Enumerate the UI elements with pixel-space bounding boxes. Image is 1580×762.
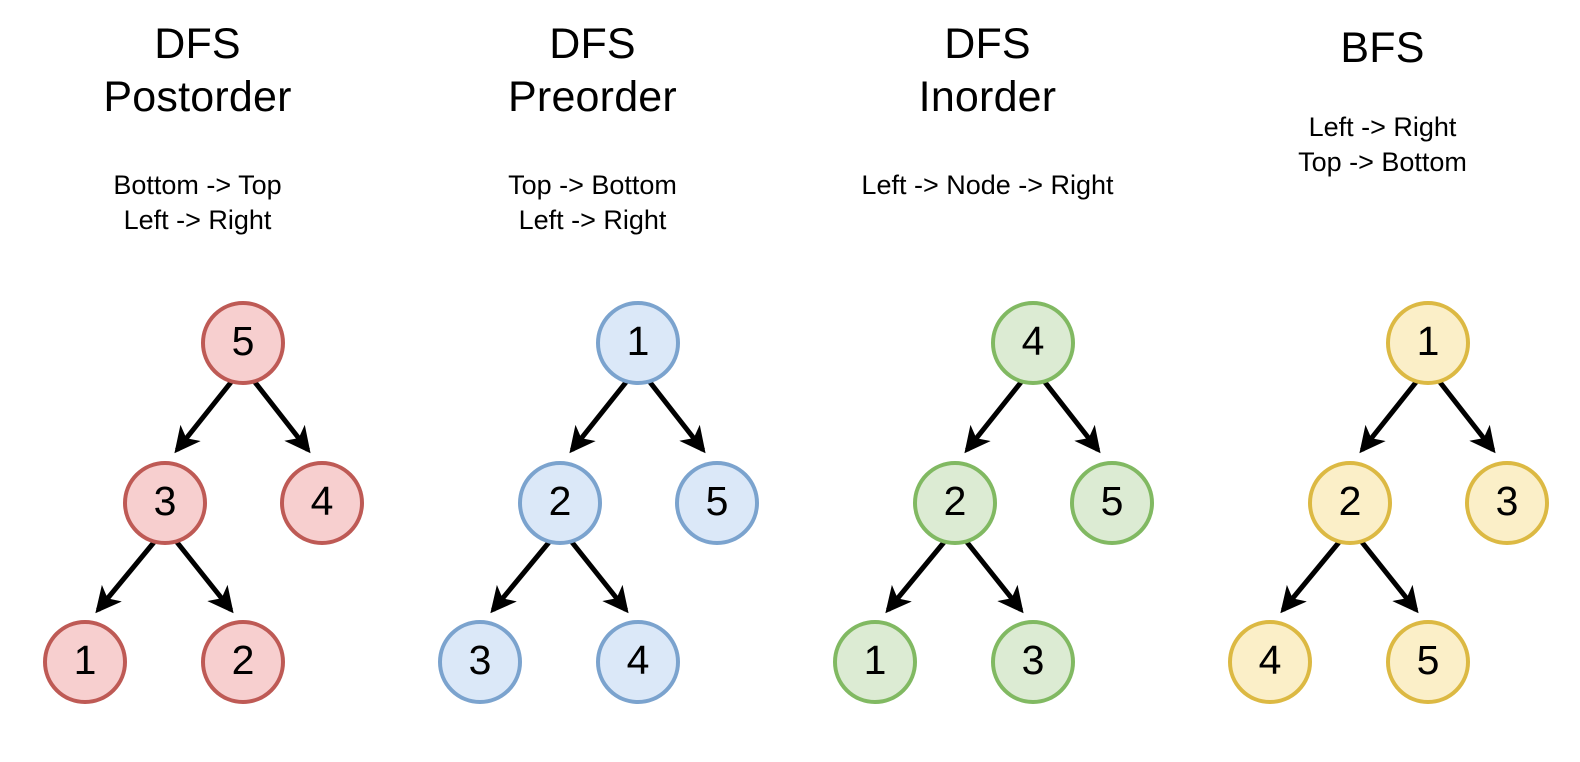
traversal-rule-text: Left -> Right Top -> Bottom [1298, 112, 1467, 177]
traversal-column-dfs-preorder: DFS Preorder Top -> Bottom Left -> Right… [395, 0, 790, 762]
tree-node-label: 4 [310, 477, 334, 524]
tree-node-left-left[interactable]: 4 [1228, 620, 1312, 704]
tree-node-right[interactable]: 5 [1070, 461, 1154, 545]
tree-edges [1280, 379, 1496, 614]
edge-left-leftleft [885, 539, 947, 614]
page-title: BFS [1340, 24, 1425, 72]
edge-root-left [569, 379, 629, 454]
traversal-column-dfs-postorder: DFS Postorder Bottom -> Top Left -> Righ… [0, 0, 395, 762]
edge-root-left [174, 379, 234, 454]
tree-node-label: 5 [1100, 477, 1124, 524]
tree-node-label: 1 [73, 636, 97, 683]
tree-node-label: 2 [231, 636, 255, 683]
traversal-column-bfs: BFS Left -> Right Top -> Bottom 1 [1185, 0, 1580, 762]
edge-root-right [647, 379, 706, 454]
edge-left-leftleft [1280, 539, 1342, 614]
tree-node-left[interactable]: 2 [913, 461, 997, 545]
edge-left-leftright [174, 539, 234, 614]
column-heading: BFS [1185, 22, 1580, 75]
tree-node-root[interactable]: 1 [1386, 301, 1470, 385]
tree-node-label: 4 [1021, 317, 1045, 364]
tree-node-label: 2 [1338, 477, 1362, 524]
edge-root-right [1437, 379, 1496, 454]
tree-node-left[interactable]: 2 [1308, 461, 1392, 545]
edge-root-left [1359, 379, 1419, 454]
tree-node-right[interactable]: 4 [280, 461, 364, 545]
column-heading: DFS Postorder [0, 18, 395, 124]
tree-node-label: 5 [231, 317, 255, 364]
edge-root-right [252, 379, 311, 454]
tree-edges [885, 379, 1101, 614]
edge-left-leftright [1359, 539, 1419, 614]
edge-left-leftleft [490, 539, 552, 614]
tree-node-right[interactable]: 3 [1465, 461, 1549, 545]
tree-node-root[interactable]: 5 [201, 301, 285, 385]
tree-node-left-left[interactable]: 1 [833, 620, 917, 704]
edge-left-leftright [964, 539, 1024, 614]
page-title: DFS Preorder [508, 20, 677, 121]
tree-node-label: 5 [1416, 636, 1440, 683]
tree-node-left-right[interactable]: 5 [1386, 620, 1470, 704]
tree-node-left-right[interactable]: 4 [596, 620, 680, 704]
tree-node-label: 4 [1258, 636, 1282, 683]
tree-node-label: 1 [1416, 317, 1440, 364]
tree-node-left[interactable]: 2 [518, 461, 602, 545]
traversal-rule-text: Top -> Bottom Left -> Right [508, 170, 677, 235]
tree-node-label: 1 [863, 636, 887, 683]
edge-root-left [964, 379, 1024, 454]
tree-node-left[interactable]: 3 [123, 461, 207, 545]
tree-node-left-right[interactable]: 2 [201, 620, 285, 704]
traversal-rule-text: Left -> Node -> Right [861, 170, 1114, 200]
tree-node-label: 1 [626, 317, 650, 364]
tree-node-root[interactable]: 1 [596, 301, 680, 385]
tree-node-left-left[interactable]: 1 [43, 620, 127, 704]
tree-node-label: 4 [626, 636, 650, 683]
column-subheading: Left -> Node -> Right [790, 168, 1185, 203]
tree-edges [490, 379, 706, 614]
tree-node-label: 3 [153, 477, 177, 524]
tree-node-right[interactable]: 5 [675, 461, 759, 545]
edge-root-right [1042, 379, 1101, 454]
tree-node-label: 3 [468, 636, 492, 683]
tree-node-label: 2 [548, 477, 572, 524]
column-subheading: Bottom -> Top Left -> Right [0, 168, 395, 238]
tree-node-left-left[interactable]: 3 [438, 620, 522, 704]
binary-tree-bfs: 1 2 3 4 5 [1185, 280, 1580, 720]
column-subheading: Top -> Bottom Left -> Right [395, 168, 790, 238]
column-heading: DFS Preorder [395, 18, 790, 124]
traversal-rule-text: Bottom -> Top Left -> Right [113, 170, 282, 235]
page-title: DFS Inorder [918, 20, 1057, 121]
traversal-column-dfs-inorder: DFS Inorder Left -> Node -> Right 4 [790, 0, 1185, 762]
tree-node-root[interactable]: 4 [991, 301, 1075, 385]
column-subheading: Left -> Right Top -> Bottom [1185, 110, 1580, 180]
tree-node-label: 3 [1021, 636, 1045, 683]
tree-edges [95, 379, 311, 614]
tree-node-label: 5 [705, 477, 729, 524]
tree-node-label: 2 [943, 477, 967, 524]
binary-tree-dfs-inorder: 4 2 5 1 3 [790, 280, 1185, 720]
binary-tree-dfs-preorder: 1 2 5 3 4 [395, 280, 790, 720]
edge-left-leftright [569, 539, 629, 614]
page-title: DFS Postorder [103, 20, 292, 121]
tree-node-left-right[interactable]: 3 [991, 620, 1075, 704]
binary-tree-dfs-postorder: 5 3 4 1 2 [0, 280, 395, 720]
edge-left-leftleft [95, 539, 157, 614]
column-heading: DFS Inorder [790, 18, 1185, 124]
tree-node-label: 3 [1495, 477, 1519, 524]
